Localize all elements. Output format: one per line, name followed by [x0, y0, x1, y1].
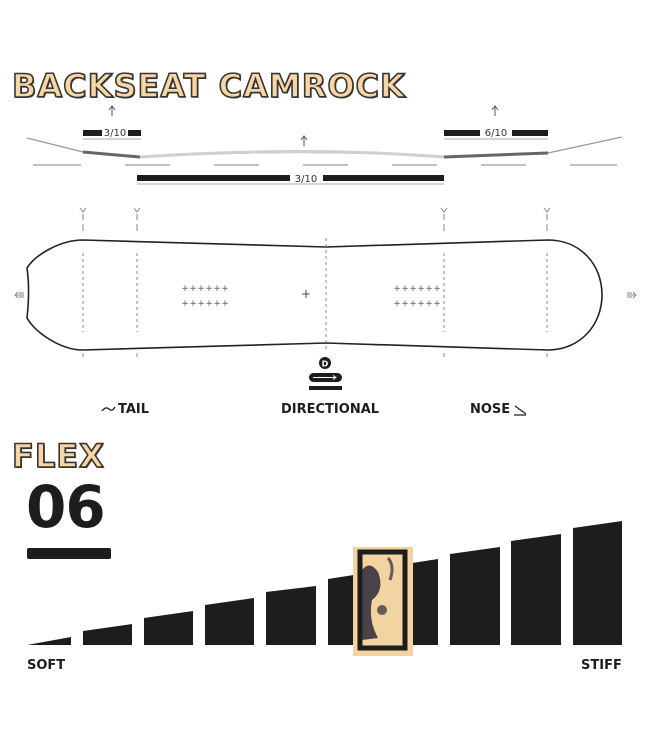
flex-bar [144, 611, 193, 645]
svg-text:+: + [417, 284, 425, 294]
contact-point-icon [79, 207, 87, 231]
flex-bar [27, 637, 71, 645]
nose-shape-icon [514, 405, 527, 416]
tail-label: TAIL [118, 402, 150, 417]
profile-diagram: 3/10 6/10 3/10 [26, 105, 623, 185]
tail-shape-icon [101, 406, 116, 412]
svg-text:+: + [181, 299, 189, 309]
tail-arrow-icon [14, 291, 24, 299]
flex-bar [328, 574, 360, 645]
svg-text:+: + [425, 299, 433, 309]
nose-label: NOSE [470, 402, 511, 417]
contact-point-icon [543, 207, 551, 231]
svg-text:+: + [417, 299, 425, 309]
nose-arrow-icon [627, 291, 637, 299]
tail-rocker-rating: 3/10 [104, 128, 126, 139]
svg-text:+: + [409, 299, 417, 309]
svg-text:+: + [197, 299, 205, 309]
svg-text:+: + [205, 299, 213, 309]
svg-text:+: + [213, 284, 221, 294]
svg-text:+: + [181, 284, 189, 294]
flex-value: 06 [26, 473, 106, 541]
svg-text:+: + [401, 284, 409, 294]
svg-text:+: + [189, 299, 197, 309]
flex-bar [573, 521, 622, 645]
svg-text:+: + [393, 299, 401, 309]
svg-text:+: + [409, 284, 417, 294]
nose-rocker-rating: 6/10 [485, 128, 507, 139]
product-title: BACKSEAT CAMROCK [11, 66, 406, 106]
up-arrow-icon [108, 105, 499, 146]
svg-text:+: + [401, 299, 409, 309]
flex-scale-chart [27, 521, 622, 656]
svg-text:+: + [197, 284, 205, 294]
board-shape [26, 239, 603, 351]
stiff-label: STIFF [581, 658, 622, 673]
svg-text:+: + [221, 284, 229, 294]
svg-text:+: + [433, 299, 441, 309]
svg-text:+: + [189, 284, 197, 294]
soft-label: SOFT [27, 658, 66, 673]
svg-text:+: + [425, 284, 433, 294]
contact-point-icon [133, 207, 141, 231]
camber-rating: 3/10 [295, 174, 317, 185]
flex-bar [406, 559, 438, 645]
flex-bar [83, 624, 132, 645]
flex-underline [27, 548, 111, 559]
flex-bar [511, 534, 561, 645]
svg-text:+: + [393, 284, 401, 294]
flex-bar [266, 586, 316, 645]
flex-title: FLEX [11, 436, 105, 476]
insert-pattern-tail: ++++++ ++++++ [181, 284, 229, 309]
flex-bar [205, 598, 254, 645]
contact-point-icon [440, 207, 448, 231]
svg-text:D: D [322, 360, 329, 369]
svg-text:+: + [433, 284, 441, 294]
directional-icon: D [309, 357, 342, 390]
insert-pattern-nose: ++++++ ++++++ [393, 284, 441, 309]
board-outline-diagram: ++++++ ++++++ ++++++ ++++++ + [14, 207, 637, 357]
directional-label: DIRECTIONAL [281, 402, 380, 417]
svg-text:+: + [221, 299, 229, 309]
svg-text:+: + [205, 284, 213, 294]
flex-selected-marker [353, 547, 413, 656]
flex-bar [450, 547, 500, 645]
svg-text:+: + [213, 299, 221, 309]
center-mark-icon: + [301, 287, 311, 301]
